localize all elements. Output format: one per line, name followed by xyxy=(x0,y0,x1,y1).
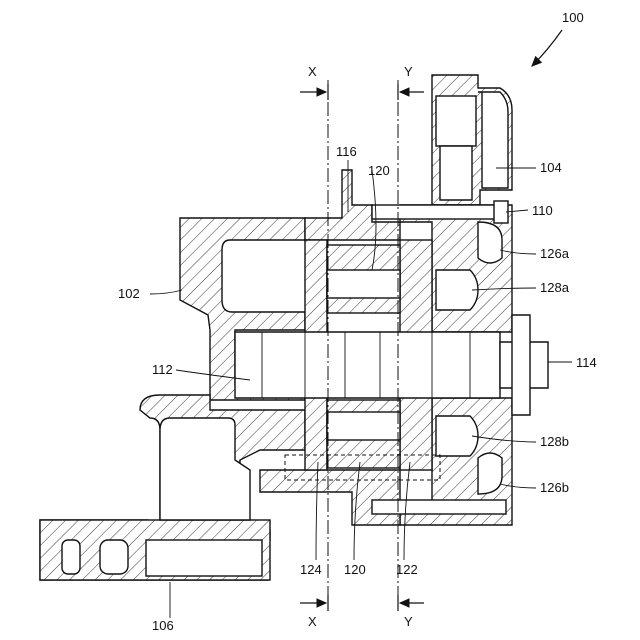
label-128b: 128b xyxy=(540,434,569,449)
cover-bolt-shank xyxy=(440,146,472,200)
assembly-leader-100 xyxy=(532,30,562,66)
section-mark-x-bottom: X xyxy=(308,614,317,629)
label-128a: 128a xyxy=(540,280,570,295)
label-116: 116 xyxy=(336,144,357,159)
label-126a: 126a xyxy=(540,246,570,261)
passage-126b xyxy=(478,453,502,494)
bolt-110-head xyxy=(494,201,508,223)
label-120-bottom: 120 xyxy=(344,562,366,577)
assembly-ref-100: 100 xyxy=(562,10,584,25)
gear-120-upper-teeth xyxy=(327,270,400,298)
cover-bolt-head xyxy=(436,96,476,146)
section-mark-y-bottom: Y xyxy=(404,614,413,629)
label-114: 114 xyxy=(576,355,597,370)
cover-104-recess xyxy=(478,92,508,188)
base-recess xyxy=(146,540,262,576)
plug-128b xyxy=(436,416,478,456)
passage-126a xyxy=(478,222,502,263)
shaft-coupling xyxy=(512,315,530,415)
label-102: 102 xyxy=(118,286,140,301)
label-106: 106 xyxy=(152,618,174,633)
section-mark-y-top: Y xyxy=(404,64,413,79)
section-mark-x-top: X xyxy=(308,64,317,79)
base-slot-left xyxy=(62,540,80,574)
label-122: 122 xyxy=(396,562,418,577)
shell-bottom xyxy=(260,470,400,525)
label-120-top: 120 xyxy=(368,163,390,178)
base-slot-right xyxy=(100,540,128,574)
label-104: 104 xyxy=(540,160,562,175)
shaft-112 xyxy=(235,332,500,398)
plug-128a xyxy=(436,270,478,310)
bolt-110 xyxy=(372,205,506,219)
label-124: 124 xyxy=(300,562,322,577)
label-112: 112 xyxy=(152,362,173,377)
bolt-lower xyxy=(372,500,506,514)
gear-120-lower-teeth xyxy=(327,412,400,440)
label-126b: 126b xyxy=(540,480,569,495)
label-110: 110 xyxy=(532,203,553,218)
